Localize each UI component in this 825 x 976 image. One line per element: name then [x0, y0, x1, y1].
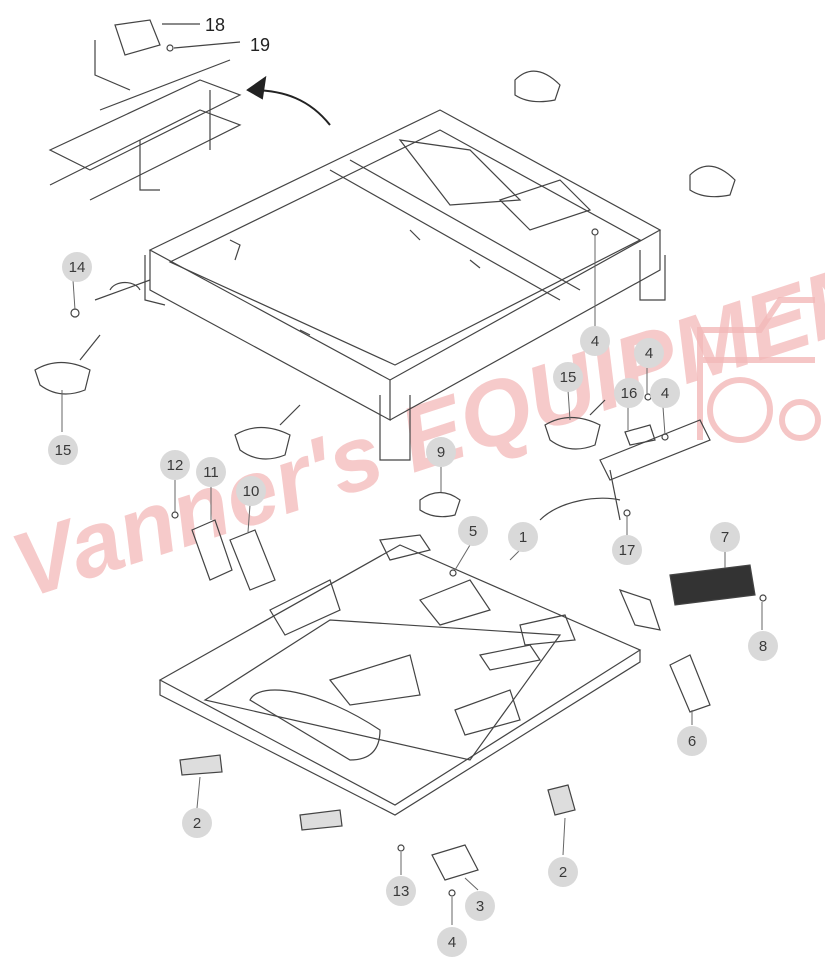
callout-12: 12 — [160, 450, 190, 480]
callout-19: 19 — [249, 34, 271, 55]
bezel-10 — [229, 529, 276, 591]
callout-4: 4 — [580, 326, 610, 356]
roof-frame — [94, 109, 666, 461]
work-light-rear-center — [234, 404, 301, 460]
radio-unit-7 — [669, 564, 756, 606]
callout-8: 8 — [748, 631, 778, 661]
grille-6 — [669, 654, 711, 713]
callout-4: 4 — [634, 338, 664, 368]
callout-4: 4 — [437, 927, 467, 957]
callout-14: 14 — [62, 252, 92, 282]
handle-2-center — [299, 809, 343, 831]
callout-17: 17 — [612, 535, 642, 565]
side-frame-right — [539, 419, 711, 521]
callout-15: 15 — [553, 362, 583, 392]
callout-9: 9 — [426, 437, 456, 467]
handle-2-left — [179, 754, 223, 776]
callout-4: 4 — [650, 378, 680, 408]
cover-3 — [431, 844, 479, 881]
bracket-16 — [624, 424, 656, 446]
callout-3: 3 — [465, 891, 495, 921]
watermark-tractor-icon — [697, 297, 821, 443]
handle-2-right — [547, 784, 576, 816]
callout-2: 2 — [548, 857, 578, 887]
work-light-top-2 — [689, 165, 736, 198]
callout-15: 15 — [48, 435, 78, 465]
work-light-rear-left — [34, 334, 101, 395]
callout-13: 13 — [386, 876, 416, 906]
callout-7: 7 — [710, 522, 740, 552]
dome-light-9 — [419, 491, 461, 518]
switch-panel-11 — [191, 519, 233, 581]
callout-5: 5 — [458, 516, 488, 546]
callout-6: 6 — [677, 726, 707, 756]
leader-lines — [61, 235, 763, 925]
work-light-top-1 — [514, 70, 561, 103]
headliner-panel — [158, 534, 642, 816]
callout-18: 18 — [204, 14, 226, 35]
direction-arrow-icon — [246, 75, 331, 126]
nut-14 — [70, 308, 80, 318]
callout-1: 1 — [508, 522, 538, 552]
callout-11: 11 — [196, 457, 226, 487]
module-box-18 — [114, 19, 161, 56]
callout-10: 10 — [236, 476, 266, 506]
work-light-front-right — [544, 399, 606, 450]
callout-16: 16 — [614, 378, 644, 408]
callout-2: 2 — [182, 808, 212, 838]
speaker-cover — [618, 589, 661, 631]
inset-frame-detail — [48, 19, 242, 201]
